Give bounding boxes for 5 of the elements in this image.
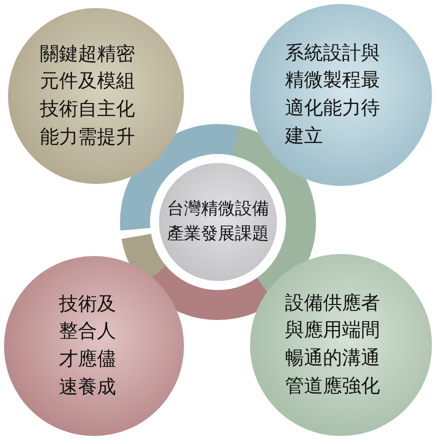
topic-text: 技術及整合人才應儘速養成 [59, 292, 117, 400]
topic-text: 關鍵超精密元件及模組技術自主化能力需提升 [40, 42, 136, 150]
topic-text: 系統設計與精微製程最適化能力待建立 [285, 40, 381, 149]
topic-text: 台灣精微設備產業發展課題 [166, 198, 270, 246]
topic-text: 設備供應者與應用端間暢通的溝通管道應強化 [285, 290, 381, 399]
